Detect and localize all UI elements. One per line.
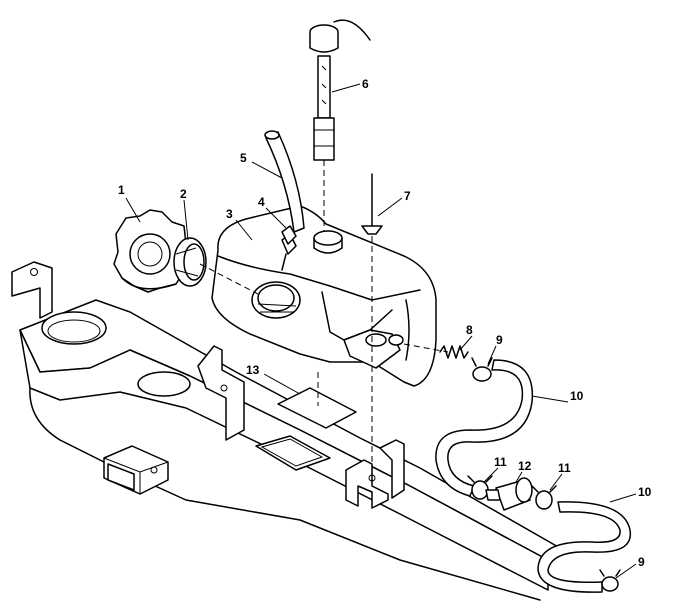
hose-part-10-lower	[537, 501, 632, 593]
callout-10-upper: 10	[570, 389, 584, 403]
callout-9-lower: 9	[638, 555, 645, 569]
callout-1: 1	[118, 183, 125, 197]
frame-rail	[11, 261, 561, 601]
vent-hose-part-5	[265, 131, 305, 233]
pin-part-7	[361, 173, 383, 470]
callout-11-left: 11	[494, 455, 507, 469]
callout-9-upper: 9	[496, 333, 503, 347]
callout-labels: 1 2 3 4 5 6 7 8 9 10 11 12 11 10 9 13	[118, 77, 652, 569]
callout-6: 6	[362, 77, 369, 91]
callout-7: 7	[404, 189, 411, 203]
fitting-part-4	[281, 225, 297, 245]
clamp-part-9-lower	[599, 569, 621, 592]
callout-13: 13	[246, 363, 260, 377]
callout-11-right: 11	[558, 461, 571, 475]
callout-12: 12	[518, 459, 532, 473]
oil-tank-part-3	[211, 205, 437, 387]
clamp-part-11-right	[531, 485, 557, 510]
spring-part-8	[439, 345, 469, 359]
cap-part-1	[113, 209, 187, 293]
clamp-part-9-upper	[471, 357, 493, 382]
callout-2: 2	[180, 187, 187, 201]
callout-3: 3	[226, 207, 233, 221]
inline-filter-part-12	[485, 477, 533, 511]
clamp-part-11-left	[467, 475, 493, 500]
callout-4: 4	[258, 195, 265, 209]
callout-8: 8	[466, 323, 473, 337]
callout-10-lower: 10	[638, 485, 652, 499]
dipstick-part-6	[309, 19, 371, 232]
callout-5: 5	[240, 151, 247, 165]
leader-lines	[125, 83, 637, 579]
gasket-part-2	[173, 237, 207, 287]
